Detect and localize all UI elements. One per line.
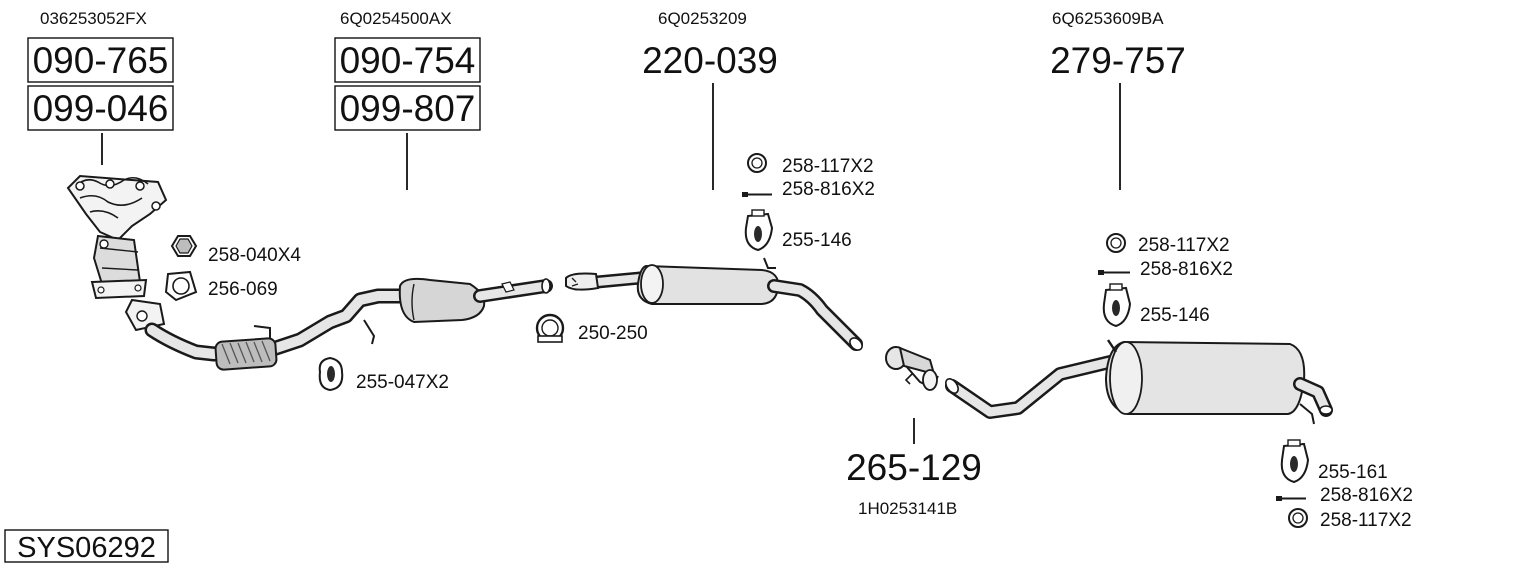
system-code: SYS06292 xyxy=(17,532,156,564)
oem-ref-middle-silencer: 6Q0253209 xyxy=(658,9,747,28)
hanger-icon[interactable] xyxy=(1280,439,1310,484)
hanger-icon[interactable] xyxy=(744,209,774,252)
label-ring-tail: 258-117X2 xyxy=(1320,510,1412,531)
hanger-icon[interactable] xyxy=(318,356,344,392)
label-hanger-rear: 255-146 xyxy=(1140,305,1210,326)
part-rear-silencer[interactable]: 279-757 xyxy=(1050,40,1186,81)
system-code-box: SYS06292 xyxy=(4,529,169,564)
label-ring-mid: 258-117X2 xyxy=(782,156,874,177)
part-middle-silencer[interactable]: 220-039 xyxy=(642,40,778,81)
oem-ref-manifold: 036253052FX xyxy=(40,9,147,28)
label-clamp: 250-250 xyxy=(578,323,648,344)
bolt-icon[interactable] xyxy=(1098,270,1130,275)
label-nut: 258-040X4 xyxy=(208,245,301,266)
label-bolt-rear: 258-816X2 xyxy=(1140,259,1233,280)
gasket-icon[interactable] xyxy=(164,270,198,302)
label-bolt-mid: 258-816X2 xyxy=(782,179,875,200)
label-hanger-front: 255-047X2 xyxy=(356,372,449,393)
label-hanger-tail: 255-161 xyxy=(1318,462,1388,483)
part-box-front-pipe-a[interactable]: 090-754 xyxy=(334,37,481,83)
part-box-manifold-a[interactable]: 090-765 xyxy=(27,37,174,83)
part-connector[interactable]: 265-129 xyxy=(846,447,982,488)
part-box-manifold-b[interactable]: 099-046 xyxy=(27,85,174,131)
oem-ref-rear-silencer: 6Q6253609BA xyxy=(1052,9,1164,28)
connector-illustration[interactable] xyxy=(885,346,939,391)
nut-icon[interactable] xyxy=(170,235,198,257)
ring-icon[interactable] xyxy=(747,153,767,173)
front-pipe-illustration[interactable] xyxy=(124,277,553,371)
label-hanger-mid: 255-146 xyxy=(782,230,852,251)
label-gasket: 256-069 xyxy=(208,279,278,300)
middle-silencer-illustration[interactable] xyxy=(565,257,864,352)
part-number-text: 099-807 xyxy=(340,88,476,129)
ring-icon[interactable] xyxy=(1106,233,1126,253)
rear-silencer-illustration[interactable] xyxy=(943,339,1333,425)
part-number-text: 099-046 xyxy=(33,88,169,129)
oem-ref-connector: 1H0253141B xyxy=(858,499,957,518)
label-bolt-tail: 258-816X2 xyxy=(1320,485,1413,506)
manifold-illustration[interactable] xyxy=(66,174,168,300)
clamp-icon[interactable] xyxy=(535,313,565,343)
hanger-icon[interactable] xyxy=(1102,283,1132,328)
bolt-icon[interactable] xyxy=(742,192,772,197)
part-number-text: 090-765 xyxy=(33,40,169,81)
ring-icon[interactable] xyxy=(1288,508,1308,528)
oem-ref-front-pipe: 6Q0254500AX xyxy=(340,9,452,28)
label-ring-rear: 258-117X2 xyxy=(1138,235,1230,256)
bolt-icon[interactable] xyxy=(1276,496,1306,501)
part-number-text: 090-754 xyxy=(340,40,476,81)
part-box-front-pipe-b[interactable]: 099-807 xyxy=(334,85,481,131)
